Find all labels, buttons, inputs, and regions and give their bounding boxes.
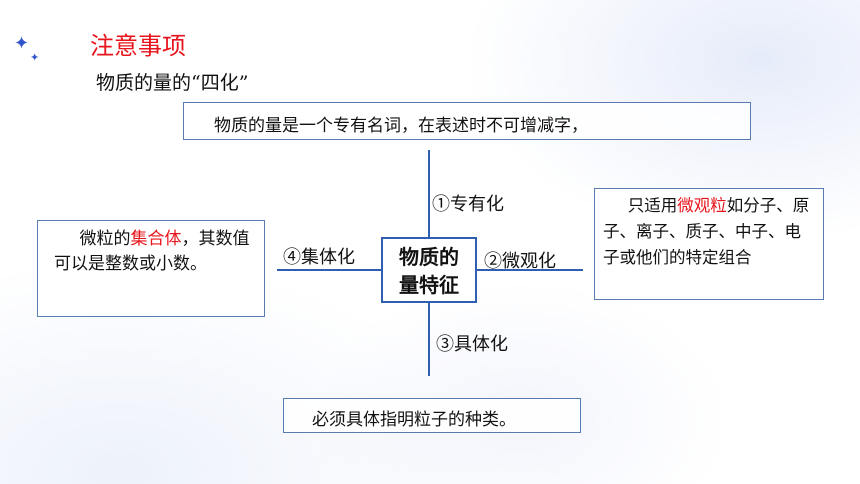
branch-top-label: ①专有化 xyxy=(432,194,504,215)
page-subtitle: 物质的量的“四化” xyxy=(96,72,249,94)
note-top-text: 物质的量是一个专有名词，在表述时不可增减字， xyxy=(214,116,588,136)
center-label-line1: 物质的 xyxy=(399,245,459,269)
note-right-box: 只适用微观粒如分子、原子、离子、质子、中子、电子或他们的特定组合 xyxy=(594,188,824,300)
axis-right-line xyxy=(477,269,583,271)
note-right-text-after: 如分子、原子、离子、质子、中子、电子或他们的特定组合 xyxy=(603,196,810,267)
sparkle-small-icon: ✦ xyxy=(30,51,40,64)
note-left-text-before: 微粒的 xyxy=(79,229,131,249)
note-left-text-after: ，其数值可以是整数或小数。 xyxy=(54,229,250,274)
branch-left-label: ④集体化 xyxy=(283,247,355,268)
note-bottom-box: 必须具体指明粒子的种类。 xyxy=(283,398,581,433)
center-label-line2: 量特征 xyxy=(399,273,459,297)
branch-bottom-label: ③具体化 xyxy=(436,334,508,355)
page-title: 注意事项 xyxy=(90,32,186,60)
branch-right-label: ②微观化 xyxy=(484,251,556,272)
note-left-highlight: 集合体 xyxy=(130,229,182,249)
note-top-box: 物质的量是一个专有名词，在表述时不可增减字， xyxy=(183,102,751,140)
note-bottom-text: 必须具体指明粒子的种类。 xyxy=(312,410,516,430)
axis-left-line xyxy=(277,269,381,271)
note-left-box: 微粒的集合体，其数值可以是整数或小数。 xyxy=(37,220,265,317)
axis-bottom-line xyxy=(428,303,430,376)
note-right-text-before: 只适用 xyxy=(627,196,678,215)
center-node: 物质的 量特征 xyxy=(381,237,477,303)
note-right-highlight: 微观粒 xyxy=(677,196,727,215)
sparkle-icon: ✦ xyxy=(14,33,30,54)
axis-top-line xyxy=(428,150,430,237)
